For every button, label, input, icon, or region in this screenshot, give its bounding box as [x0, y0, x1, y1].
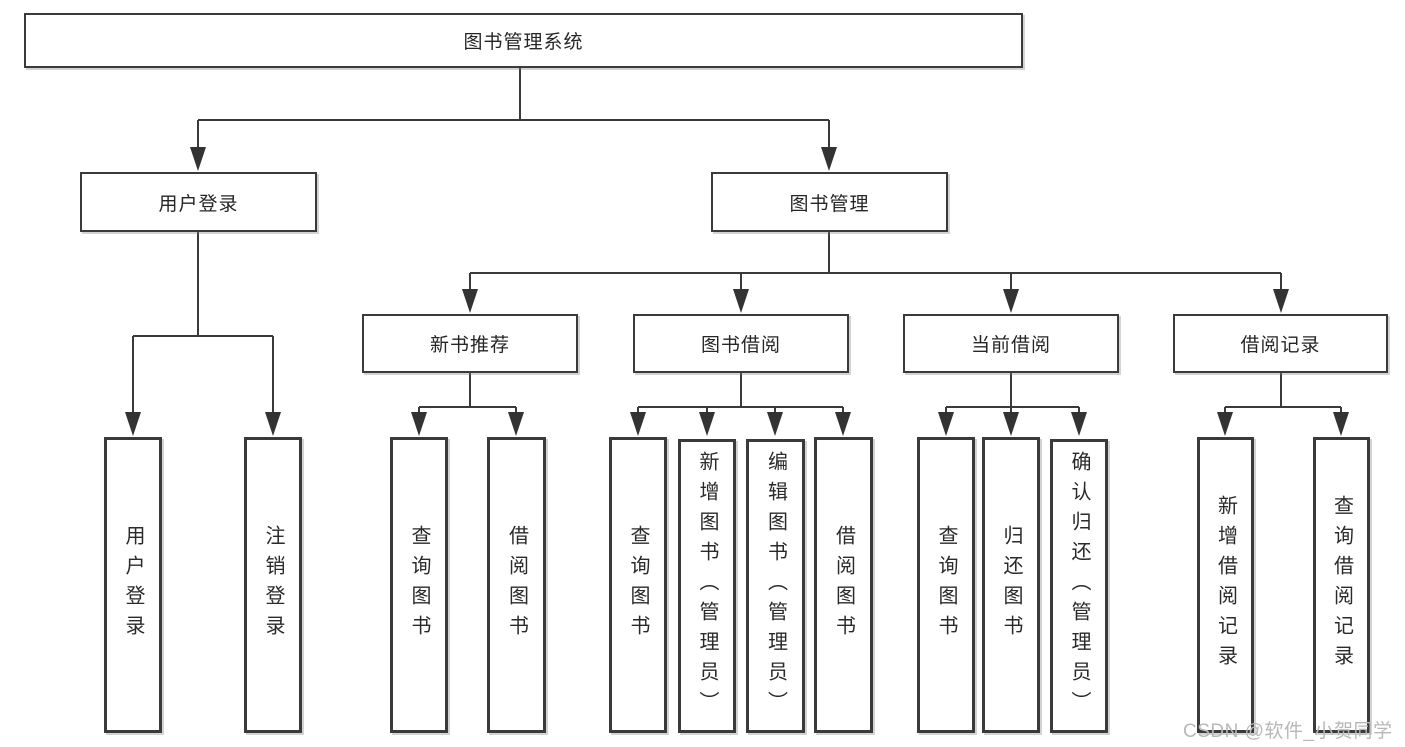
leaf-borrow-books-borrowing: 借阅图书 [814, 437, 873, 733]
leaf-query-books-current: 查询图书 [917, 437, 975, 733]
node-current-borrowing: 当前借阅 [903, 314, 1119, 373]
leaf-logout-login: 注销登录 [244, 437, 302, 733]
leaf-label: 新增图书（管理员） [696, 451, 718, 721]
leaf-borrow-books-recommend: 借阅图书 [487, 437, 546, 733]
node-label: 图书借阅 [700, 335, 781, 356]
leaf-query-books-recommend: 查询图书 [390, 437, 448, 733]
node-label: 图书管理系统 [463, 32, 584, 53]
node-label: 新书推荐 [429, 335, 510, 356]
node-label: 图书管理 [789, 193, 870, 215]
node-library-management-system: 图书管理系统 [24, 13, 1023, 68]
leaf-edit-books-admin: 编辑图书（管理员） [746, 439, 805, 733]
leaf-label: 借阅图书 [832, 525, 855, 645]
node-user-login: 用户登录 [80, 172, 317, 232]
leaf-query-borrow-record: 查询借阅记录 [1313, 437, 1370, 733]
leaf-user-login: 用户登录 [104, 437, 162, 733]
leaf-label: 归还图书 [1000, 525, 1022, 645]
leaf-add-books-admin: 新增图书（管理员） [678, 439, 736, 733]
node-book-management: 图书管理 [711, 172, 948, 232]
node-new-book-recommendation: 新书推荐 [362, 314, 578, 373]
leaf-label: 查询借阅记录 [1330, 495, 1353, 675]
leaf-query-books-borrowing: 查询图书 [609, 437, 667, 733]
node-label: 用户登录 [158, 193, 239, 215]
leaf-label: 查询图书 [627, 525, 649, 645]
leaf-confirm-return-admin: 确认归还（管理员） [1050, 439, 1108, 733]
leaf-label: 查询图书 [408, 525, 430, 645]
leaf-label: 用户登录 [122, 525, 144, 645]
node-label: 当前借阅 [970, 335, 1051, 356]
leaf-label: 编辑图书（管理员） [764, 451, 787, 721]
leaf-label: 注销登录 [262, 525, 284, 645]
node-label: 借阅记录 [1240, 335, 1321, 356]
leaf-label: 查询图书 [935, 525, 957, 645]
watermark-text: CSDN @软件_小贺同学 [1183, 721, 1393, 742]
leaf-label: 确认归还（管理员） [1068, 451, 1090, 721]
leaf-add-borrow-record: 新增借阅记录 [1197, 437, 1254, 733]
leaf-label: 新增借阅记录 [1214, 495, 1237, 675]
node-borrowing-records: 借阅记录 [1173, 314, 1388, 373]
leaf-label: 借阅图书 [505, 525, 528, 645]
node-book-borrowing: 图书借阅 [633, 314, 849, 373]
leaf-return-books: 归还图书 [982, 437, 1040, 733]
